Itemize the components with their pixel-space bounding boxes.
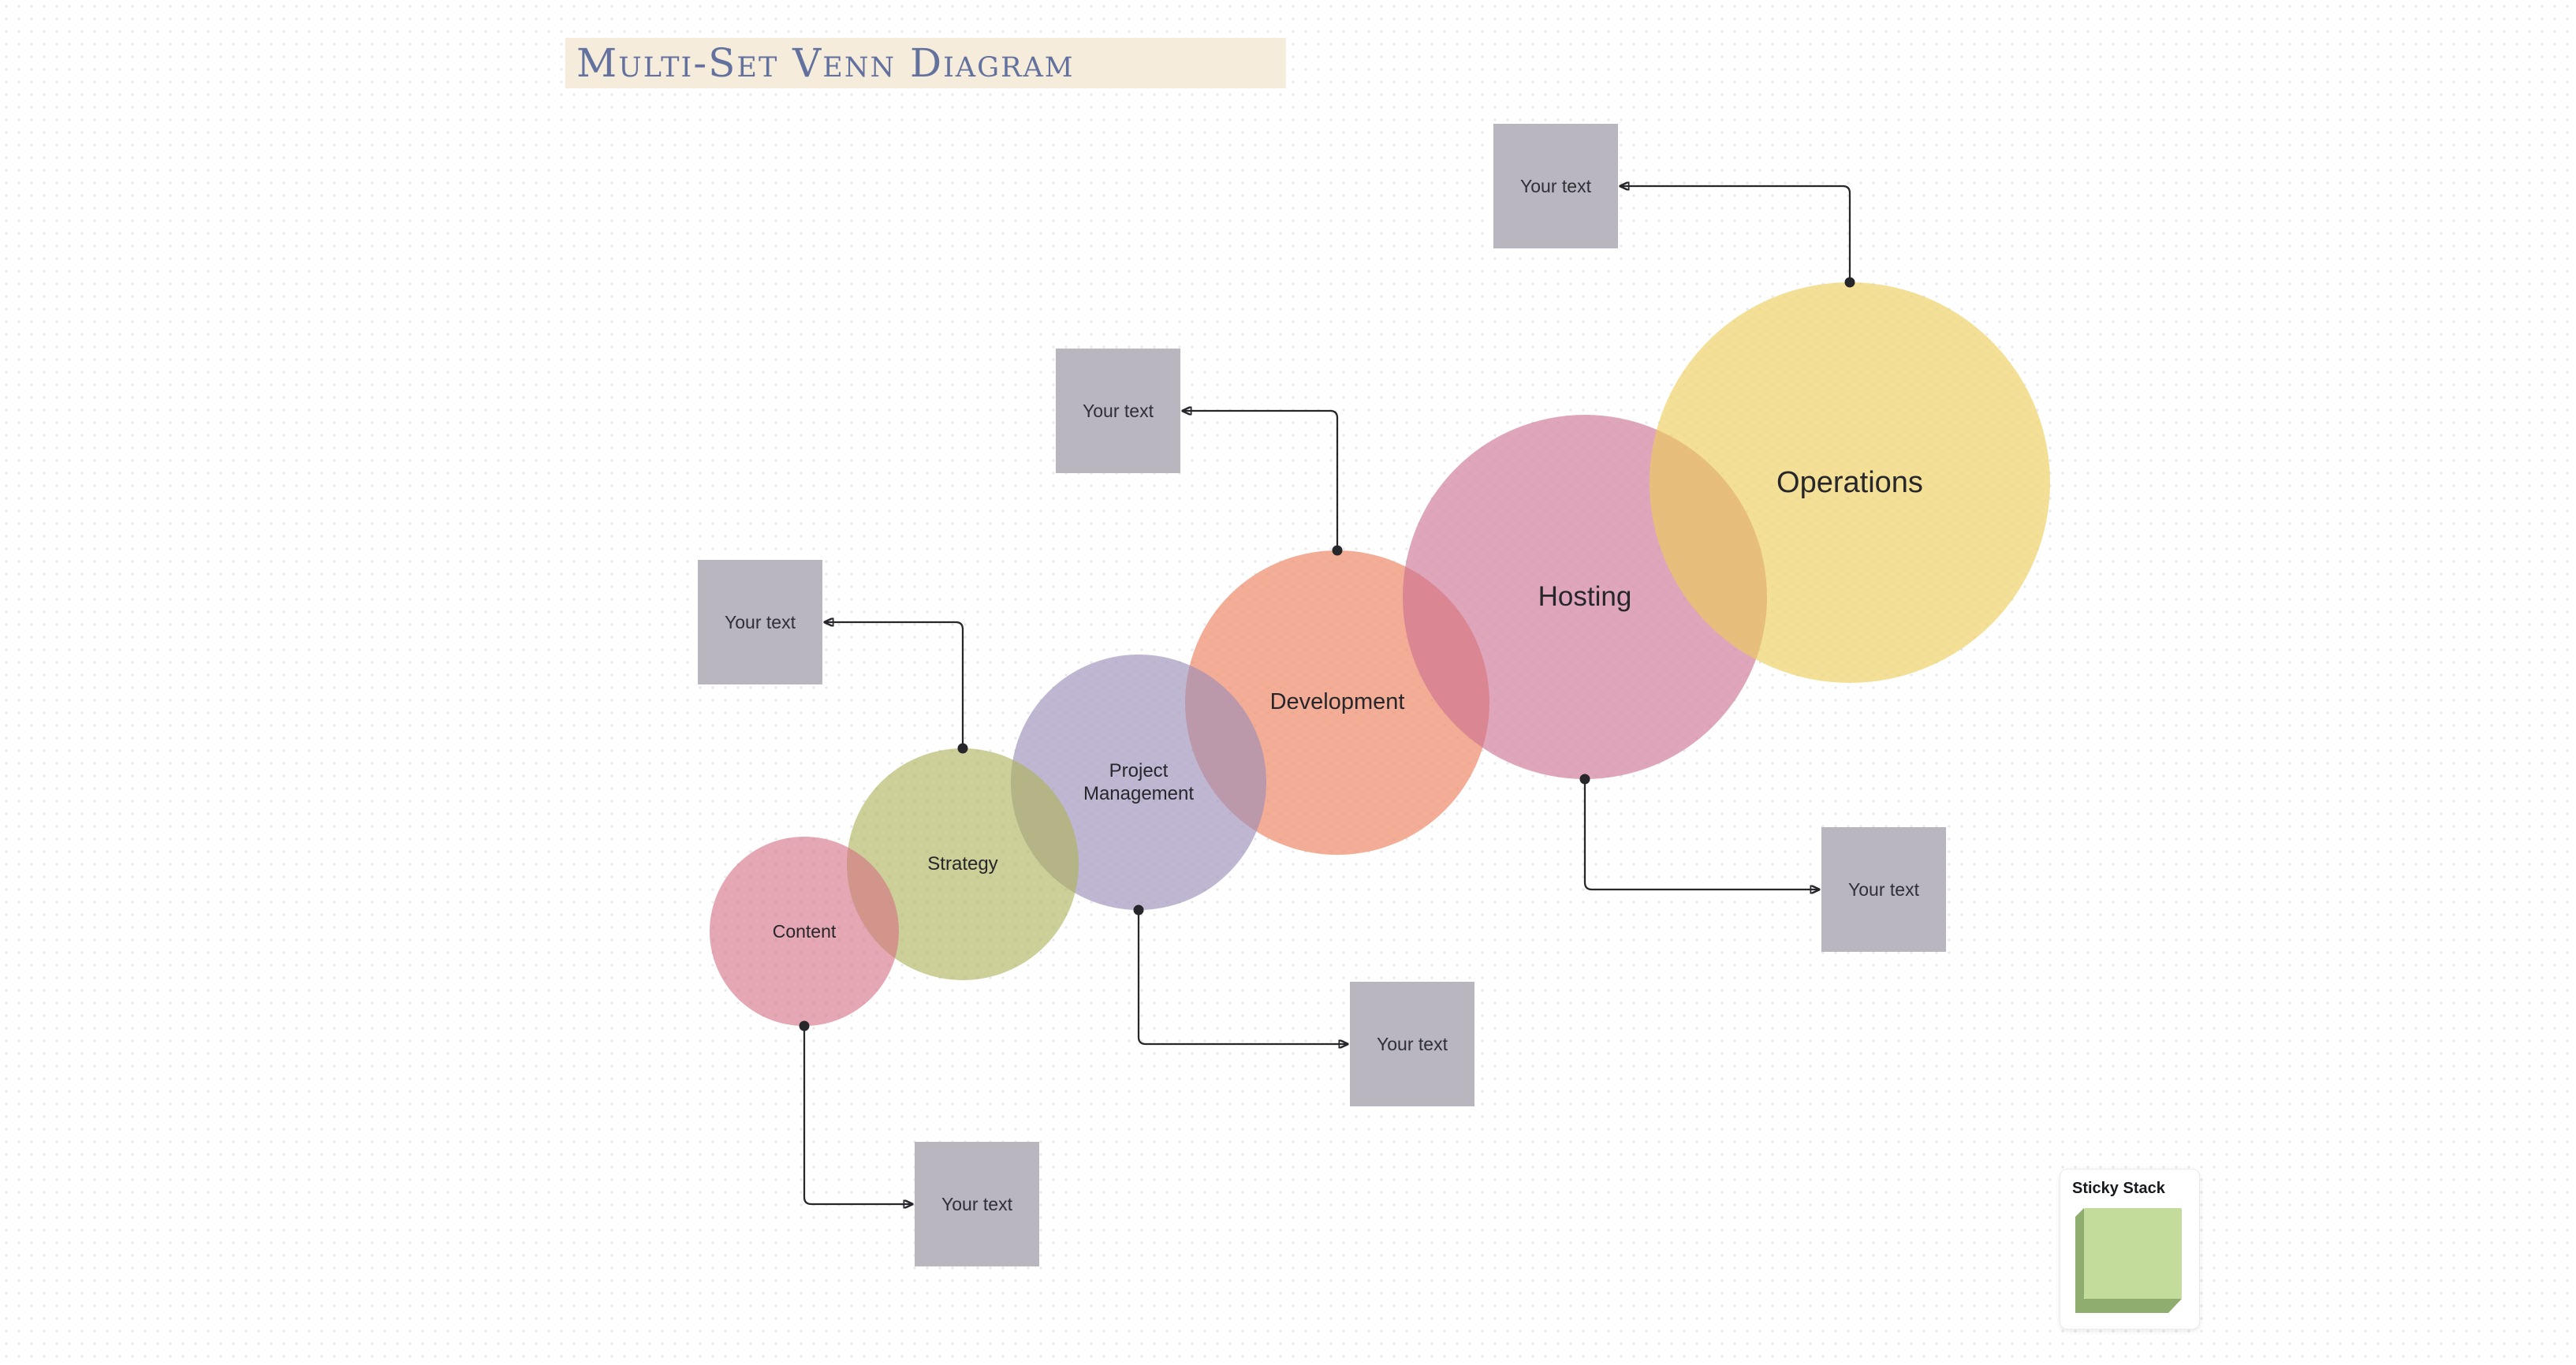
connector-operations[interactable] bbox=[1620, 186, 1855, 288]
connector-hosting-path[interactable] bbox=[1583, 779, 1819, 889]
venn-label-hosting: Hosting bbox=[1538, 580, 1632, 612]
sticky-stack-panel[interactable]: Sticky Stack bbox=[2060, 1169, 2200, 1330]
annotation-box-label: Your text bbox=[1377, 1033, 1448, 1054]
connector-content[interactable] bbox=[799, 1020, 913, 1205]
connector-strategy-path[interactable] bbox=[825, 622, 964, 748]
sticky-note[interactable] bbox=[2071, 1204, 2188, 1316]
sticky-note-stack-edge bbox=[2075, 1208, 2182, 1313]
venn-label-project-management: Project Management bbox=[1083, 759, 1195, 804]
annotation-box-strategy[interactable]: Your text bbox=[698, 560, 822, 684]
connector-project-management[interactable] bbox=[1133, 904, 1348, 1045]
venn-circle-content[interactable]: Content bbox=[710, 837, 899, 1026]
title-text: Multi-Set Venn Diagram bbox=[576, 40, 1075, 86]
annotation-box-label: Your text bbox=[725, 611, 796, 632]
annotation-box-content[interactable]: Your text bbox=[915, 1142, 1039, 1266]
annotation-box-hosting[interactable]: Your text bbox=[1821, 827, 1946, 952]
sticky-stack-title: Sticky Stack bbox=[2072, 1180, 2165, 1197]
annotation-box-label: Your text bbox=[1520, 175, 1591, 196]
annotation-box-label: Your text bbox=[941, 1193, 1012, 1214]
venn-label-operations: Operations bbox=[1776, 465, 1923, 499]
annotation-box-project-management[interactable]: Your text bbox=[1350, 982, 1474, 1106]
connector-development[interactable] bbox=[1183, 411, 1343, 556]
connector-content-path[interactable] bbox=[803, 1026, 912, 1204]
connector-strategy[interactable] bbox=[825, 622, 968, 754]
annotation-box-label: Your text bbox=[1848, 878, 1919, 900]
connector-operations-path[interactable] bbox=[1620, 186, 1851, 282]
connector-hosting[interactable] bbox=[1579, 774, 1820, 890]
sticky-note-top-sheet[interactable] bbox=[2084, 1208, 2182, 1299]
connector-development-path[interactable] bbox=[1183, 411, 1339, 550]
annotation-box-label: Your text bbox=[1083, 400, 1154, 421]
venn-label-strategy: Strategy bbox=[927, 853, 998, 875]
venn-circle-operations[interactable]: Operations bbox=[1650, 282, 2050, 683]
annotation-box-operations[interactable]: Your text bbox=[1493, 124, 1618, 248]
venn-label-development: Development bbox=[1269, 689, 1405, 715]
title-shape[interactable]: Multi-Set Venn Diagram bbox=[565, 38, 1286, 88]
connector-project-management-path[interactable] bbox=[1137, 910, 1348, 1044]
venn-label-content: Content bbox=[772, 920, 837, 942]
annotation-box-development[interactable]: Your text bbox=[1056, 349, 1180, 473]
